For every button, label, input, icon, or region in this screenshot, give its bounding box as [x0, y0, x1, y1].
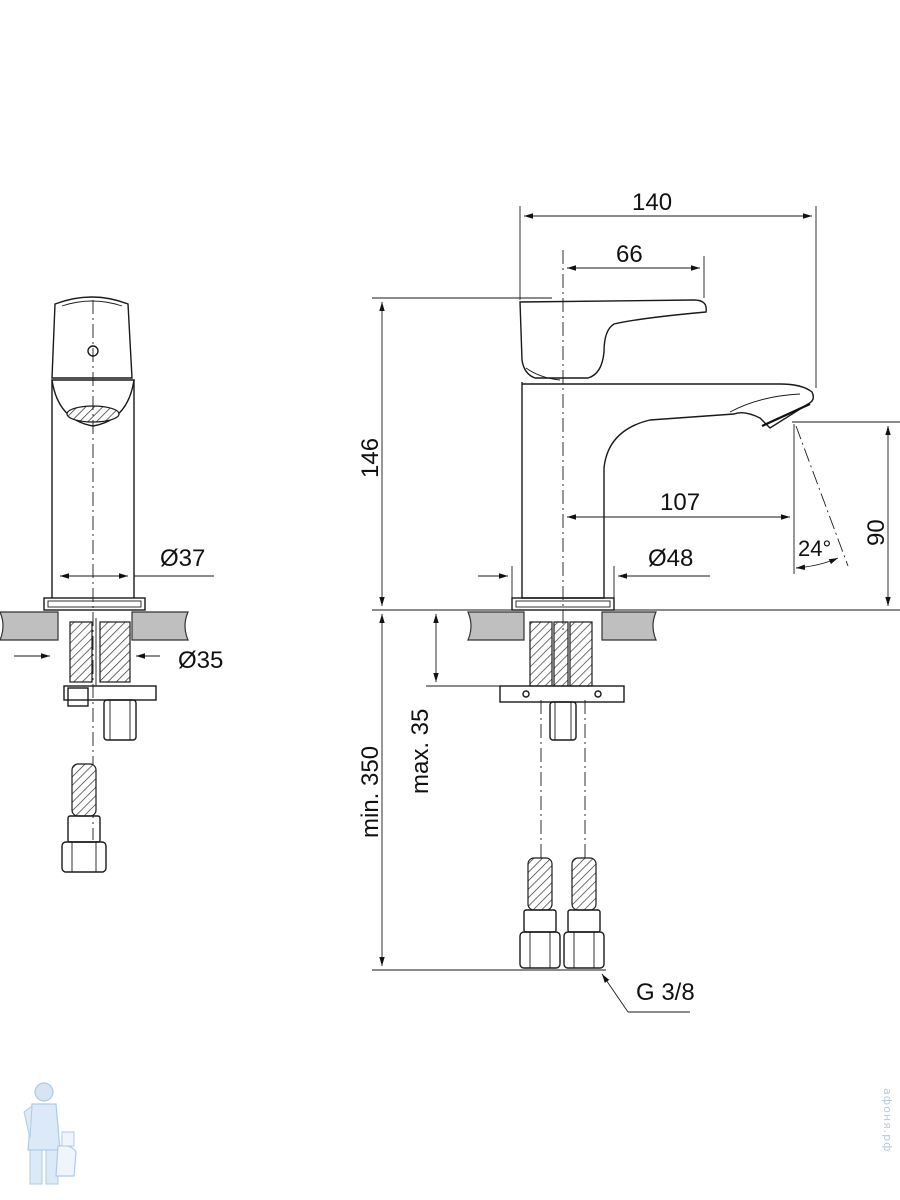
- dim-max-counter-thickness: max. 35: [407, 709, 434, 794]
- side-handle: [519, 299, 707, 379]
- dim-height: 146: [357, 438, 384, 478]
- dim-spray-angle: 24°: [798, 536, 831, 561]
- front-handle: [51, 296, 133, 379]
- flexible-hoses: [519, 857, 605, 969]
- dim-outlet-height: 90: [863, 519, 890, 546]
- plumber-logo: [23, 1082, 77, 1185]
- dim-connection-thread: G 3/8: [636, 979, 695, 1006]
- dim-spout-offset: 66: [616, 241, 643, 268]
- dim-base-diameter: Ø48: [648, 545, 693, 572]
- side-view: 140 66 146 107 90 24° Ø48 min. 350: [357, 189, 900, 1013]
- dim-hole-diameter: Ø35: [178, 647, 223, 674]
- watermark-text: афоня.рф: [881, 1088, 894, 1153]
- front-countertop: [0, 611, 59, 641]
- dim-body-diameter: Ø37: [160, 545, 205, 572]
- dim-min-hose-length: min. 350: [357, 746, 384, 838]
- front-view: Ø37 Ø35: [0, 296, 223, 873]
- dim-total-length: 140: [632, 189, 672, 216]
- side-countertop: [467, 611, 525, 641]
- dim-spout-reach: 107: [660, 489, 700, 516]
- side-body-spout: [521, 382, 815, 599]
